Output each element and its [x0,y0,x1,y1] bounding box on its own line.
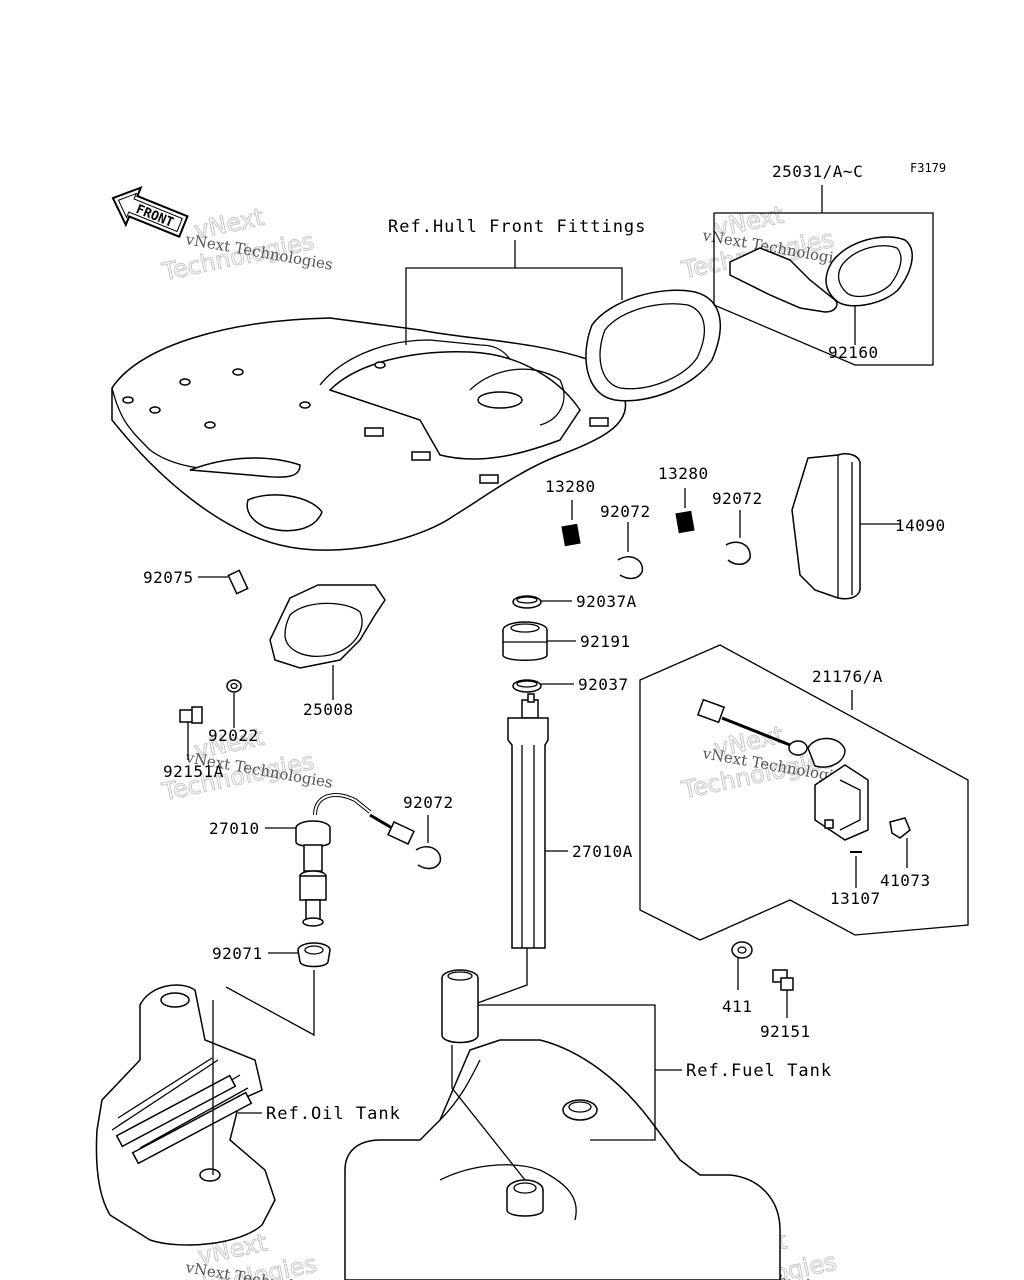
seal-92071: 92071 [212,942,331,1037]
ref-fuel-tank-label: Ref.Fuel Tank [686,1061,832,1081]
bolt-92151A: 92151A [163,706,224,781]
clip-13280-right: 13280 [658,464,709,534]
part-13280-left-label: 13280 [545,477,596,496]
part-92191-label: 92191 [580,632,631,651]
part-92151-label: 92151 [760,1022,811,1041]
meter-assembly-group: 25031/A~C 92160 [713,162,934,366]
part-92072-mid-label: 92072 [403,793,454,812]
part-92022-label: 92022 [208,726,259,745]
part-92151A-label: 92151A [163,762,224,781]
washer-411: 411 [722,941,753,1016]
part-13107-label: 13107 [830,889,881,908]
fuel-sender-27010A: 27010A [471,693,633,1006]
part-27010A-label: 27010A [572,842,633,861]
band-92072-mid: 92072 [403,793,454,870]
front-arrow-icon: FRONT [111,185,189,238]
part-92072-left-label: 92072 [600,502,651,521]
oil-sensor-27010: 27010 [209,793,415,927]
washer-92022: 92022 [208,679,259,745]
grommet-92191: 92191 [502,621,631,661]
part-27010-label: 27010 [209,819,260,838]
part-92075-label: 92075 [143,568,194,587]
part-41073-label: 41073 [880,871,931,890]
part-92037A-label: 92037A [576,592,637,611]
part-92072-right-label: 92072 [712,489,763,508]
clip-41073: 41073 [880,817,931,890]
part-92071-label: 92071 [212,944,263,963]
fuel-tank-part [344,1039,781,1280]
band-92072-left: 92072 [600,502,651,580]
bolt-92151: 92151 [760,969,811,1041]
ref-hull-front-fittings-label: Ref.Hull Front Fittings [388,217,646,237]
part-92160-label: 92160 [828,343,879,362]
sensor-21176-group: 21176/A [639,644,969,941]
part-21176-label: 21176/A [812,667,883,686]
band-92072-right: 92072 [712,489,763,565]
part-411-label: 411 [722,997,752,1016]
hull-front-part [111,317,627,551]
fuel-tank-callout: Ref.Fuel Tank [478,1004,832,1141]
fuel-tube-part [441,969,479,1044]
oil-tank-part: Ref.Oil Tank [95,984,401,1246]
clamp-92037: 92037 [512,675,629,694]
ref-oil-tank-label: Ref.Oil Tank [266,1104,401,1124]
figure-code: F3179 [910,161,946,175]
part-92075: 92075 [143,568,249,595]
hull-front-fittings-callout: Ref.Hull Front Fittings [388,217,646,345]
meter-bezel-part [585,289,722,402]
part-25031-label: 25031/A~C [772,162,863,181]
clamp-92037A: 92037A [512,592,637,611]
part-92037-label: 92037 [578,675,629,694]
part-14090-label: 14090 [895,516,946,535]
clip-13280-left: 13280 [545,477,596,547]
pin-13107: 13107 [830,851,881,908]
part-25008-label: 25008 [303,700,354,719]
cover-14090-part: 14090 [791,453,946,600]
bracket-25008-part: 25008 [269,584,386,719]
part-13280-right-label: 13280 [658,464,709,483]
